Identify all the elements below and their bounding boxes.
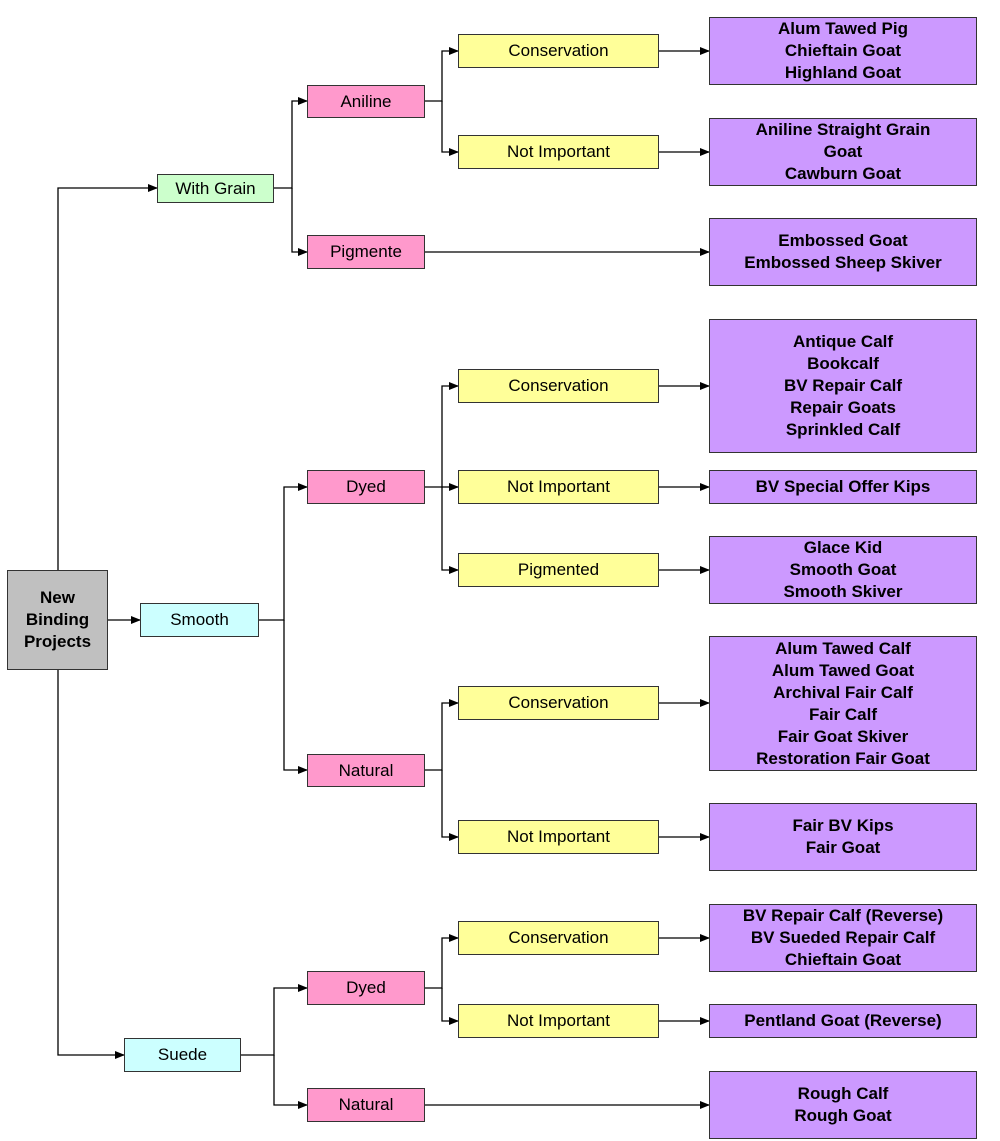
edge-smooth-dyed (259, 483, 308, 621)
root-line-2: Binding (25, 610, 90, 629)
edge-suede-dyed-conservation (425, 934, 459, 989)
node-pigmente: Pigmente (307, 235, 425, 269)
edge-root-with-grain (57, 184, 158, 570)
node-natural-not-important: Not Important (458, 820, 659, 854)
leaf-item: Alum Tawed Pig (777, 19, 909, 38)
node-smooth: Smooth (140, 603, 259, 637)
leaf-dyed-not-important: BV Special Offer Kips (709, 470, 977, 504)
leaf-item: Fair Goat Skiver (777, 726, 909, 746)
node-natural-conservation: Conservation (458, 686, 659, 720)
leaf-suede-natural: Rough Calf Rough Goat (709, 1071, 977, 1139)
leaf-item: Archival Fair Calf (773, 682, 913, 702)
leaf-item: Fair BV Kips (792, 816, 894, 835)
edge-with-grain-pigmente (291, 188, 308, 256)
edge-aniline-conservation (425, 47, 459, 102)
leaf-item: Alum Tawed Calf (775, 638, 911, 658)
leaf-item: Aniline Straight Grain (755, 120, 931, 139)
leaf-item: Rough Goat (794, 1106, 892, 1125)
edge-root-suede (57, 670, 125, 1059)
node-dyed-pigmented: Pigmented (458, 553, 659, 587)
node-dyed-not-important: Not Important (458, 470, 659, 504)
edge-aniline-not-important (441, 101, 459, 156)
leaf-pigmente: Embossed Goat Embossed Sheep Skiver (709, 218, 977, 286)
node-suede-conservation: Conservation (458, 921, 659, 955)
leaf-aniline-not-important: Aniline Straight Grain Goat Cawburn Goat (709, 118, 977, 186)
edge-dyed-conservation (425, 382, 459, 488)
leaf-dyed-pigmented: Glace Kid Smooth Goat Smooth Skiver (709, 536, 977, 604)
leaf-item: Cawburn Goat (784, 164, 902, 183)
node-suede-natural: Natural (307, 1088, 425, 1122)
leaf-item: Restoration Fair Goat (756, 748, 930, 768)
leaf-item: Repair Goats (790, 398, 896, 417)
root-line-3: Projects (23, 632, 92, 651)
edge-dyed-pigmented (441, 487, 459, 574)
edge-suede-natural (273, 1055, 308, 1109)
root-node: New Binding Projects (7, 570, 108, 670)
leaf-item: Glace Kid (803, 538, 883, 557)
leaf-item: BV Repair Calf (Reverse) (742, 906, 944, 925)
leaf-natural-conservation: Alum Tawed Calf Alum Tawed Goat Archival… (709, 636, 977, 771)
leaf-item: Bookcalf (807, 354, 879, 373)
leaf-item: Sprinkled Calf (785, 420, 901, 439)
leaf-dyed-conservation: Antique Calf Bookcalf BV Repair Calf Rep… (709, 319, 977, 453)
node-aniline-conservation: Conservation (458, 34, 659, 68)
leaf-item: Rough Calf (797, 1084, 889, 1103)
leaf-item: BV Sueded Repair Calf (750, 928, 936, 947)
leaf-item: Chieftain Goat (784, 41, 902, 60)
leaf-item: BV Repair Calf (783, 376, 903, 395)
leaf-item: Embossed Sheep Skiver (744, 253, 942, 272)
node-smooth-dyed: Dyed (307, 470, 425, 504)
node-suede: Suede (124, 1038, 241, 1072)
edge-natural-not-important (441, 770, 459, 841)
leaf-item: BV Special Offer Kips (755, 477, 931, 496)
leaf-item: Alum Tawed Goat (771, 660, 915, 680)
node-aniline-not-important: Not Important (458, 135, 659, 169)
leaf-item: Embossed Goat (778, 231, 908, 250)
edge-suede-dyed-not-important (441, 988, 459, 1025)
leaf-item: Smooth Goat (789, 560, 897, 579)
node-suede-dyed: Dyed (307, 971, 425, 1005)
edge-suede-dyed (241, 984, 308, 1056)
leaf-item: Fair Goat (805, 838, 881, 857)
leaf-item: Pentland Goat (Reverse) (744, 1011, 942, 1030)
leaf-natural-not-important: Fair BV Kips Fair Goat (709, 803, 977, 871)
leaf-item: Antique Calf (792, 332, 894, 351)
leaf-item: Highland Goat (784, 63, 902, 82)
node-with-grain: With Grain (157, 174, 274, 203)
edge-natural-conservation (425, 699, 459, 771)
leaf-suede-conservation: BV Repair Calf (Reverse) BV Sueded Repai… (709, 904, 977, 972)
node-smooth-natural: Natural (307, 754, 425, 787)
node-suede-not-important: Not Important (458, 1004, 659, 1038)
root-line-1: New (40, 588, 75, 607)
edge-smooth-natural (283, 620, 308, 774)
leaf-suede-not-important: Pentland Goat (Reverse) (709, 1004, 977, 1038)
edge-with-grain-aniline (274, 97, 308, 189)
node-dyed-conservation: Conservation (458, 369, 659, 403)
leaf-aniline-conservation: Alum Tawed Pig Chieftain Goat Highland G… (709, 17, 977, 85)
leaf-item: Smooth Skiver (783, 582, 903, 601)
leaf-item: Fair Calf (808, 704, 878, 724)
leaf-item: Chieftain Goat (784, 950, 902, 969)
leaf-item: Goat (823, 142, 863, 161)
node-aniline: Aniline (307, 85, 425, 118)
